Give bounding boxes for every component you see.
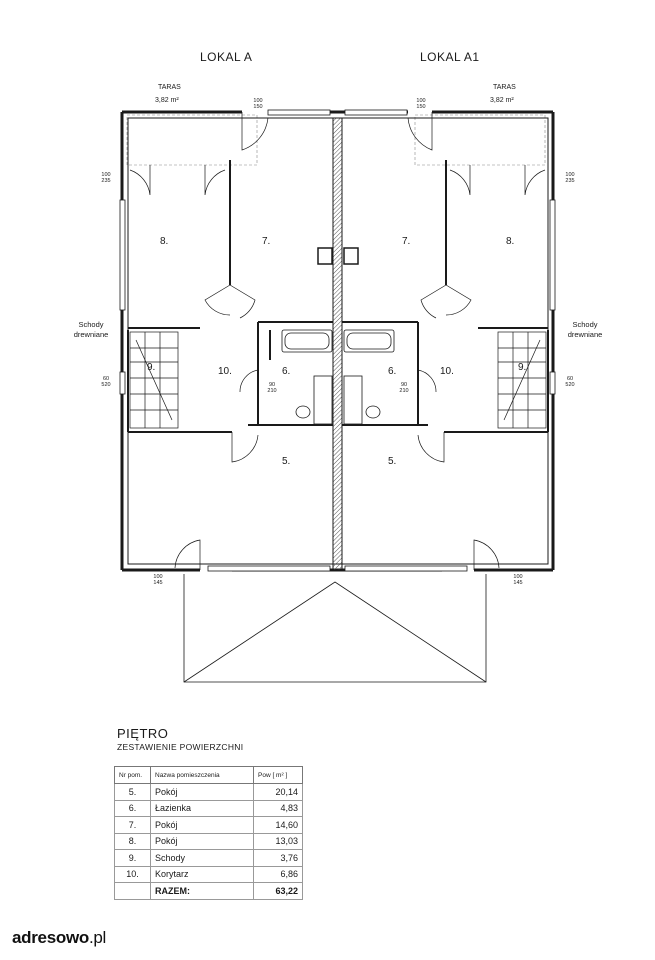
cell-area: 20,14 [253, 783, 303, 801]
doors [129, 112, 546, 570]
cell-num: 10. [114, 865, 151, 883]
cell-name: Łazienka [150, 799, 254, 817]
cell-area: 14,60 [253, 816, 303, 834]
header-room-name: Nazwa pomieszczenia [150, 766, 254, 784]
stairs-label-left-line1: Schody [78, 320, 104, 329]
table-row: 8. Pokój 13,03 [114, 832, 303, 850]
logo-suffix: .pl [88, 928, 107, 947]
table-row: 6. Łazienka 4,83 [114, 799, 303, 817]
dim-right-outer-top: 100 235 [565, 172, 575, 184]
cell-area: 3,76 [253, 849, 303, 867]
terrace-area-left: 3,82 m² [155, 97, 179, 104]
room-label-10-right: 10. [440, 366, 454, 377]
summary-subtitle: ZESTAWIENIE POWIERZCHNI [117, 742, 244, 752]
cell-area: 6,86 [253, 865, 303, 883]
room-label-6-right: 6. [388, 366, 397, 377]
cell-num: 5. [114, 783, 151, 801]
cell-name: Schody [150, 849, 254, 867]
room-label-7-right: 7. [402, 236, 411, 247]
unit-title-right: LOKAL A1 [420, 50, 480, 64]
terrace-label-right: TARAS [493, 84, 516, 91]
terrace-label-left: TARAS [158, 84, 181, 91]
roof [183, 574, 487, 683]
stairs-label-left-line2: drewniane [73, 330, 109, 339]
table-header-row: Nr pom. Nazwa pomieszczenia Pow [ m² ] [114, 766, 303, 784]
total-label: RAZEM: [150, 882, 254, 900]
floor-title: PIĘTRO [117, 726, 169, 741]
room-label-8-right: 8. [506, 236, 515, 247]
stairs-label-right-line1: Schody [572, 320, 598, 329]
windows [119, 109, 556, 572]
dim-left-stairs-window: 60 520 [101, 376, 111, 388]
stairs-label-right: Schody drewniane [560, 320, 610, 340]
dim-left-outer-top: 100 235 [101, 172, 111, 184]
room-label-10-left: 10. [218, 366, 232, 377]
table-total-row: RAZEM: 63,22 [114, 882, 303, 900]
room-label-5-left: 5. [282, 456, 291, 467]
cell-num: 6. [114, 799, 151, 817]
cell-name: Pokój [150, 783, 254, 801]
room-label-7-left: 7. [262, 236, 271, 247]
dim-right-stairs-window: 60 520 [565, 376, 575, 388]
room-label-9-right: 9. [518, 362, 527, 373]
total-value: 63,22 [253, 882, 303, 900]
cell-area: 13,03 [253, 832, 303, 850]
dim-left-bottom-door: 100 145 [153, 574, 163, 586]
interior-walls-left [127, 160, 333, 433]
interior-walls-right [342, 160, 549, 433]
adresowo-logo[interactable]: adresowo.pl [12, 928, 106, 948]
terrace-area-right: 3,82 m² [490, 97, 514, 104]
logo-brand: adresowo [12, 928, 89, 947]
terrace-outline-right [414, 114, 546, 166]
cell-name: Pokój [150, 816, 254, 834]
stairs-right [497, 331, 547, 429]
cell-empty [114, 882, 151, 900]
bathroom-fixtures [281, 247, 395, 425]
cell-name: Pokój [150, 832, 254, 850]
room-label-8-left: 8. [160, 236, 169, 247]
table-row: 7. Pokój 14,60 [114, 816, 303, 834]
table-row: 9. Schody 3,76 [114, 849, 303, 867]
dim-right-bath-door: 90 210 [399, 382, 409, 394]
dim-right-top-door: 100 150 [416, 98, 426, 110]
area-summary-table: Nr pom. Nazwa pomieszczenia Pow [ m² ] 5… [114, 766, 303, 900]
header-room-area: Pow [ m² ] [253, 766, 303, 784]
room-label-6-left: 6. [282, 366, 291, 377]
cell-num: 8. [114, 832, 151, 850]
stairs-left [129, 331, 179, 429]
terrace-outline-left [126, 114, 258, 166]
cell-num: 9. [114, 849, 151, 867]
room-label-5-right: 5. [388, 456, 397, 467]
room-label-9-left: 9. [147, 362, 156, 373]
dim-left-bath-door: 90 210 [267, 382, 277, 394]
stairs-label-right-line2: drewniane [567, 330, 603, 339]
cell-num: 7. [114, 816, 151, 834]
table-row: 5. Pokój 20,14 [114, 783, 303, 801]
cell-area: 4,83 [253, 799, 303, 817]
table-row: 10. Korytarz 6,86 [114, 865, 303, 883]
floor-plan [119, 109, 556, 683]
dim-right-bottom-door: 100 145 [513, 574, 523, 586]
stairs-label-left: Schody drewniane [66, 320, 116, 340]
party-wall [332, 117, 343, 571]
cell-name: Korytarz [150, 865, 254, 883]
header-room-number: Nr pom. [114, 766, 151, 784]
dim-left-top-door: 100 150 [253, 98, 263, 110]
unit-title-left: LOKAL A [200, 50, 253, 64]
